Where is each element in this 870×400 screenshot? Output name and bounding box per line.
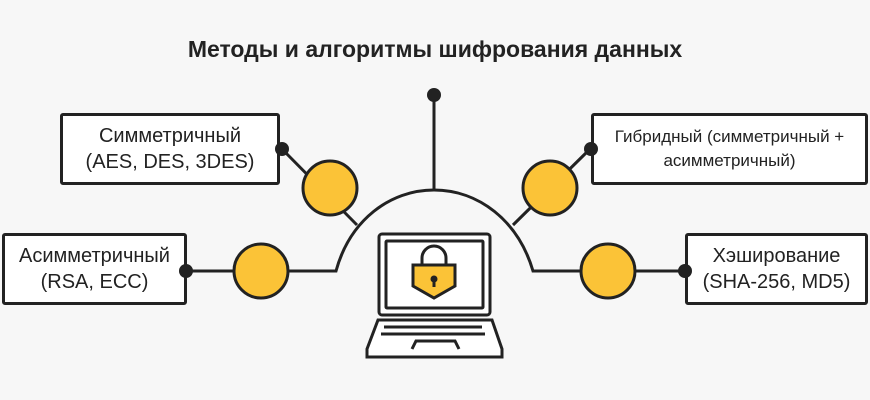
hybrid-label: Гибридный (симметричный +	[614, 127, 845, 146]
hashing-algorithms: (SHA-256, MD5)	[702, 271, 851, 293]
asymmetric-box: Асимметричный (RSA, ECC)	[2, 233, 187, 305]
symmetric-label: Симметричный	[98, 125, 242, 147]
hybrid-box: Гибридный (симметричный + асимметричный)	[591, 113, 868, 185]
hybrid-label-cont: асимметричный)	[663, 151, 796, 170]
padlock-icon	[411, 244, 457, 300]
symmetric-dot	[275, 142, 289, 156]
symmetric-algorithms: (AES, DES, 3DES)	[85, 151, 255, 173]
hybrid-dot	[584, 142, 598, 156]
hashing-box: Хэширование (SHA-256, MD5)	[685, 233, 868, 305]
symmetric-node-circle	[301, 159, 359, 217]
asymmetric-label: Асимметричный	[19, 245, 170, 267]
laptop-icon	[365, 232, 504, 359]
asymmetric-algorithms: (RSA, ECC)	[40, 271, 149, 293]
top-dot	[427, 88, 441, 102]
diagram-title: Методы и алгоритмы шифрования данных	[187, 36, 683, 62]
hashing-label: Хэширование	[712, 245, 841, 267]
hashing-node-circle	[579, 242, 637, 300]
symmetric-box: Симметричный (AES, DES, 3DES)	[60, 113, 280, 185]
hashing-dot	[678, 264, 692, 278]
hybrid-node-circle	[521, 159, 579, 217]
asymmetric-dot	[179, 264, 193, 278]
asymmetric-node-circle	[232, 242, 290, 300]
